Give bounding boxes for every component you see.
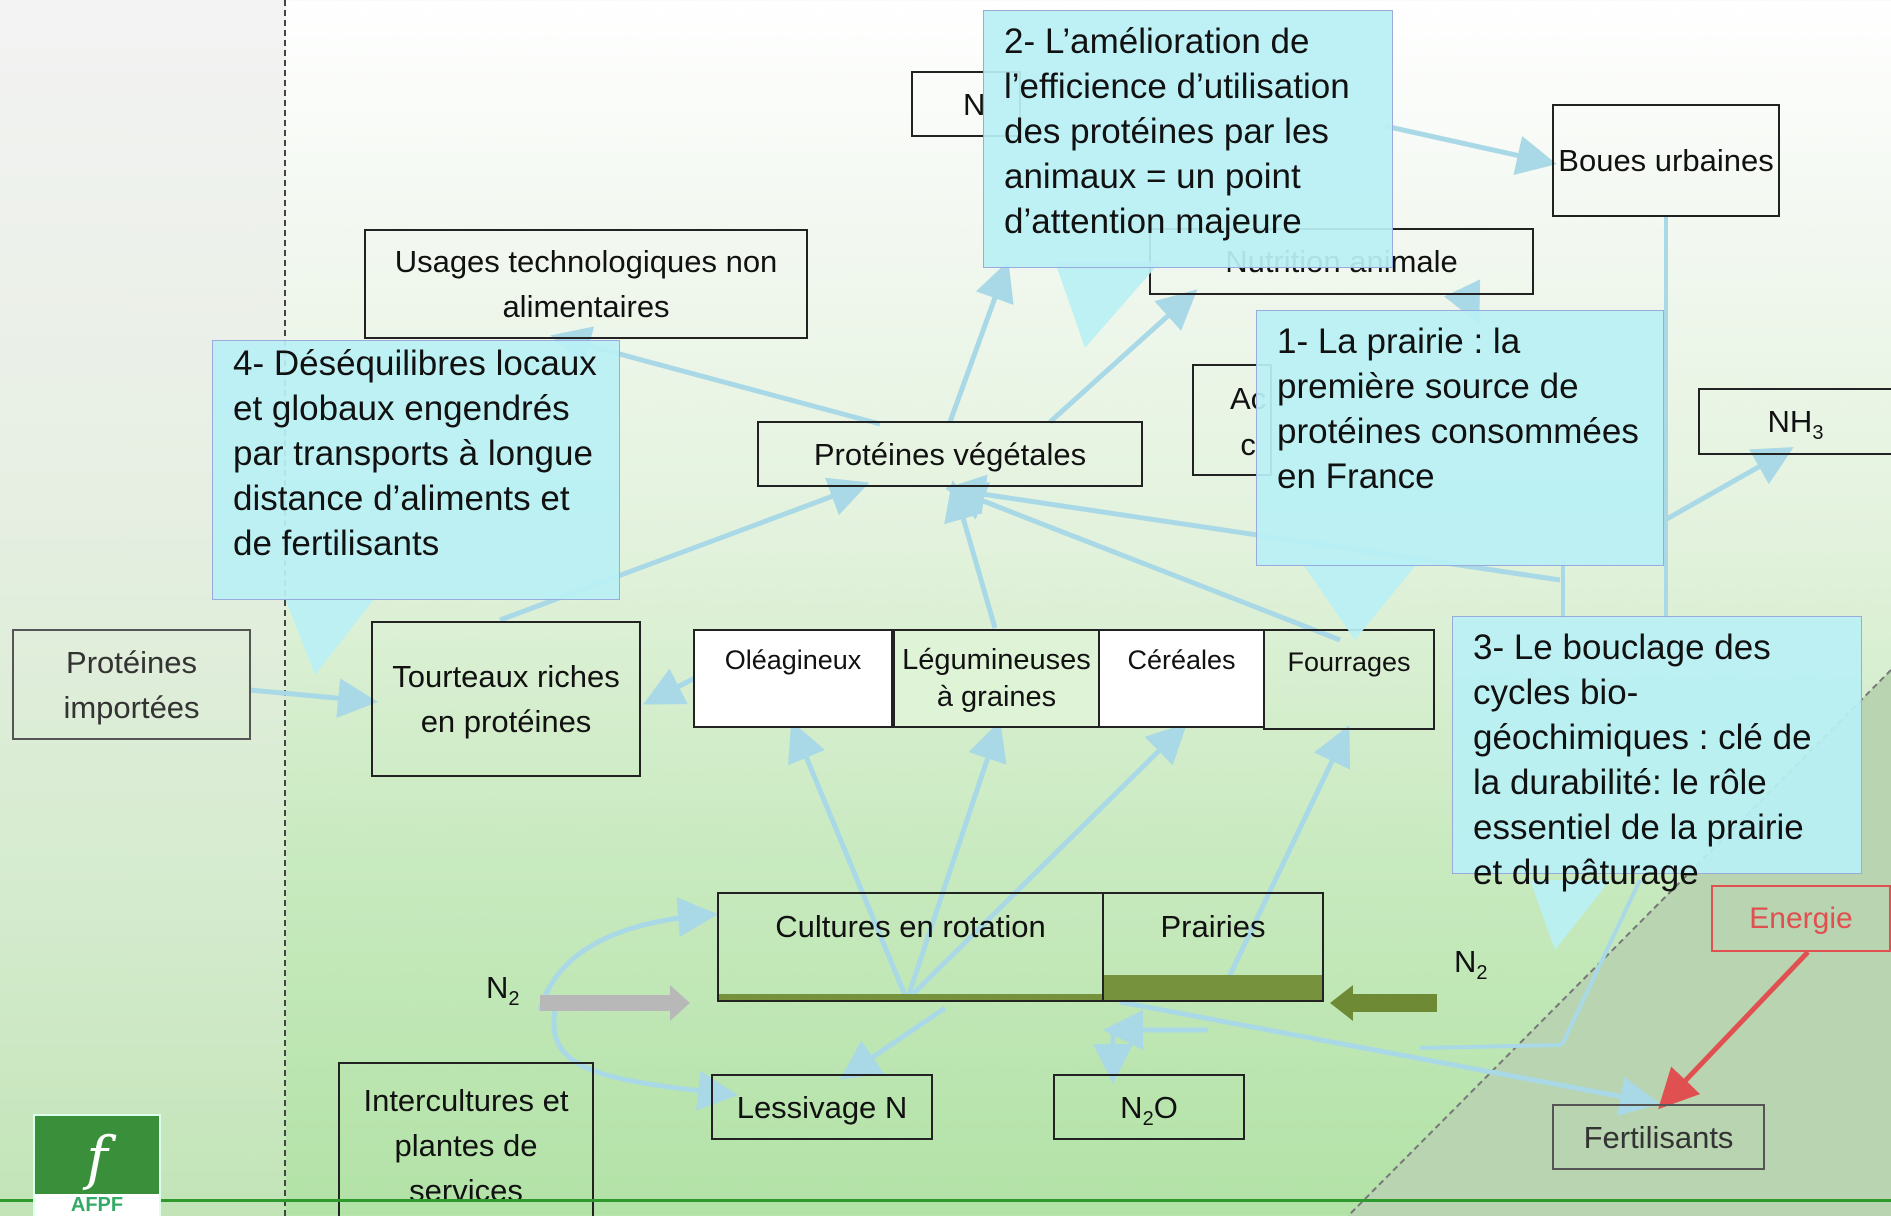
n2-right-text: N	[1454, 944, 1477, 979]
node-proteines-vegetales: Protéines végétales	[757, 421, 1143, 487]
bar-cultures	[718, 994, 1103, 1002]
callout2-tail	[1055, 262, 1160, 348]
arrow-prairies-fourrages	[1215, 724, 1351, 1002]
afpf-logo: f AFPF	[33, 1114, 161, 1216]
n2o-tail: O	[1153, 1089, 1178, 1125]
node-fertilisants: Fertilisants	[1552, 1104, 1765, 1170]
arrow-cultures-oleagineux	[788, 720, 910, 1001]
node-n2o-label: N2O	[1120, 1085, 1178, 1130]
callout3-tail	[1530, 880, 1610, 950]
node-energie-label: Energie	[1749, 902, 1853, 935]
arrow-cultures-cereales	[905, 722, 1188, 1002]
arrow-proteines-nutrition	[1048, 289, 1198, 424]
arrow-oleagineux-tourteaux	[643, 668, 697, 705]
arrow-n2-loop-down	[551, 1009, 738, 1111]
n2-left-text: N	[486, 970, 509, 1005]
callout-3: 3- Le bouclage des cycles bio-géochimiqu…	[1452, 616, 1862, 892]
n2-right-sub: 2	[1476, 962, 1488, 985]
callout-2: 2- L’amélioration de l’efficience d’util…	[983, 10, 1393, 268]
callout-1-text: 1- La prairie : la première source de pr…	[1277, 322, 1639, 496]
node-usages: Usages technologiques non alimentaires	[364, 229, 808, 339]
node-cultures-label: Cultures en rotation	[775, 909, 1046, 944]
node-cereales-label: Céréales	[1127, 645, 1236, 675]
node-n2o: N2O	[1053, 1074, 1245, 1140]
arrow-n2-grey	[540, 985, 690, 1021]
arrow-cultures-lessivage	[839, 1005, 947, 1080]
label-n2-right: N2	[1454, 944, 1488, 983]
dashed-divider	[284, 0, 286, 1216]
callout-4-text: 4- Déséquilibres locaux et globaux engen…	[233, 344, 597, 563]
node-cereales: Céréales	[1098, 629, 1265, 728]
node-alim-partial-label-2: c	[1240, 427, 1256, 462]
callout-3-text: 3- Le bouclage des cycles bio-géochimiqu…	[1473, 628, 1812, 892]
logo-letter: f	[86, 1124, 108, 1192]
node-boues-label: Boues urbaines	[1558, 143, 1774, 178]
node-fertilisants-label: Fertilisants	[1583, 1119, 1734, 1155]
node-oleagineux-label: Oléagineux	[724, 645, 862, 675]
n2o-text: N	[1120, 1089, 1143, 1125]
node-proteines-importees-label: Protéines importées	[63, 644, 200, 725]
arrow-n2-loop-up	[537, 897, 718, 1011]
nh3-sub: 3	[1812, 422, 1824, 445]
node-energie: Energie	[1711, 885, 1891, 952]
node-nh3-label: NH3	[1768, 399, 1824, 444]
node-tourteaux: Tourteaux riches en protéines	[371, 621, 641, 777]
nh3-text: NH	[1767, 404, 1813, 439]
node-nh3: NH3	[1698, 388, 1891, 455]
node-fourrages-label: Fourrages	[1287, 647, 1411, 677]
logo-text: AFPF	[35, 1194, 159, 1216]
bottom-rule	[0, 1199, 1891, 1202]
node-usages-label: Usages technologiques non alimentaires	[394, 244, 778, 324]
left-panel	[0, 0, 286, 1216]
callout-4: 4- Déséquilibres locaux et globaux engen…	[212, 340, 620, 600]
label-n2-left: N2	[486, 970, 520, 1009]
arrow-proteines-top	[947, 260, 1014, 423]
arrow-energie-fertilisants	[1658, 950, 1810, 1110]
callout4-tail	[285, 598, 375, 675]
node-fourrages: Fourrages	[1263, 629, 1435, 730]
line-bottom-right	[1419, 1043, 1563, 1050]
node-prairies-label: Prairies	[1160, 909, 1266, 944]
arrow-importees-tourteaux	[249, 678, 378, 719]
callout-2-text: 2- L’amélioration de l’efficience d’util…	[1004, 22, 1350, 241]
node-oleagineux: Oléagineux	[693, 629, 893, 728]
bar-prairies	[1104, 975, 1324, 1001]
callout1-tail	[1300, 560, 1420, 640]
line-n2-right	[1560, 879, 1642, 1046]
n2-left-sub: 2	[508, 988, 520, 1011]
arrow-n2-green	[1330, 985, 1437, 1021]
node-legumineuses: Légumineuses à graines	[893, 629, 1100, 728]
arrow-to-boues	[1384, 123, 1557, 176]
node-prairies: Prairies	[1102, 892, 1324, 1002]
arrow-to-nh3	[1663, 447, 1794, 523]
node-n-top-label: N	[963, 86, 986, 122]
callout-1: 1- La prairie : la première source de pr…	[1256, 310, 1664, 566]
node-intercultures: Intercultures et plantes de services	[338, 1062, 594, 1216]
node-proteines-vegetales-label: Protéines végétales	[813, 436, 1087, 472]
node-tourteaux-label: Tourteaux riches en protéines	[392, 659, 620, 739]
arrow-fourrages-proteines	[945, 482, 1341, 643]
arrow-cultures-legumineuses	[904, 720, 1007, 1001]
line-to-fertilisants	[1119, 999, 1660, 1117]
node-lessivage: Lessivage N	[711, 1074, 933, 1140]
node-legumineuses-label: Légumineuses à graines	[902, 643, 1091, 713]
node-proteines-importees: Protéines importées	[12, 629, 251, 740]
node-lessivage-label: Lessivage N	[736, 1089, 908, 1125]
n2o-sub: 2	[1142, 1107, 1154, 1130]
node-intercultures-label: Intercultures et plantes de services	[363, 1083, 569, 1208]
node-boues: Boues urbaines	[1552, 104, 1780, 217]
